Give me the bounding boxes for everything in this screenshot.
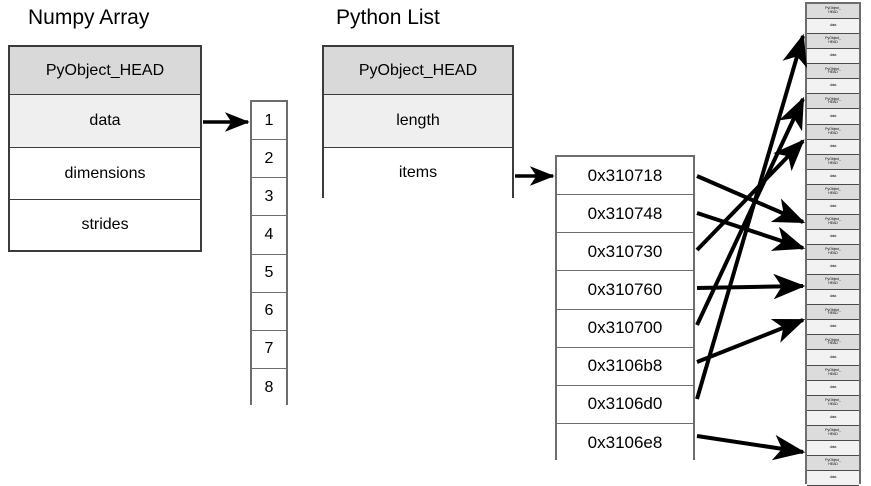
heap-object-data-cell: data [807, 440, 859, 456]
data-buffer-cell: 3 [252, 178, 286, 217]
heap-object-head-cell: PyObject_ HEAD [807, 395, 859, 411]
heap-object-head-cell: PyObject_ HEAD [807, 4, 859, 20]
numpy-array-title: Numpy Array [28, 6, 150, 29]
data-buffer-cell: 7 [252, 330, 286, 369]
arrow-pointer-5 [696, 318, 806, 364]
pointer-cell: 0x3106b8 [557, 347, 693, 386]
heap-object-data-cell: data [807, 290, 859, 306]
pointer-cell: 0x310760 [557, 271, 693, 310]
heap-object-data-cell: data [807, 260, 859, 276]
heap-object-head-cell: PyObject_ HEAD [807, 34, 859, 50]
pointer-cell: 0x3106e8 [557, 423, 693, 462]
heap-object-data-cell: data [807, 380, 859, 396]
heap-object-head-cell: PyObject_ HEAD [807, 64, 859, 80]
numpy-row-strides: strides [10, 200, 200, 250]
heap-object-data-cell: data [807, 79, 859, 95]
pointer-cell: 0x3106d0 [557, 385, 693, 424]
numpy-row-pyobject-head: PyObject_HEAD [10, 47, 200, 95]
heap-object-head-cell: PyObject_ HEAD [807, 335, 859, 351]
data-buffer-cell: 4 [252, 216, 286, 255]
arrow-pointer-0 [696, 174, 806, 224]
numpy-row-dimensions: dimensions [10, 148, 200, 200]
heap-object-head-cell: PyObject_ HEAD [807, 154, 859, 170]
data-buffer-cell: 8 [252, 368, 286, 407]
heap-object-data-cell: data [807, 139, 859, 155]
list-row-length: length [324, 95, 512, 148]
data-buffer-cell: 1 [252, 102, 286, 141]
heap-object-head-cell: PyObject_ HEAD [807, 184, 859, 200]
data-buffer-cell: 6 [252, 292, 286, 331]
pointer-cell: 0x310700 [557, 309, 693, 348]
arrow-pointer-2 [695, 139, 805, 252]
heap-object-data-cell: data [807, 109, 859, 125]
heap-object-head-cell: PyObject_ HEAD [807, 214, 859, 230]
heap-object-data-cell: data [807, 470, 859, 486]
arrow-pointer-7 [696, 434, 806, 461]
heap-object-data-cell: data [807, 19, 859, 35]
heap-object-head-cell: PyObject_ HEAD [807, 365, 859, 381]
heap-object-data-cell: data [807, 320, 859, 336]
heap-object-head-cell: PyObject_ HEAD [807, 245, 859, 261]
data-buffer-cell: 2 [252, 140, 286, 179]
heap-object-head-cell: PyObject_ HEAD [807, 305, 859, 321]
heap-object-head-cell: PyObject_ HEAD [807, 425, 859, 441]
data-buffer-cell: 5 [252, 254, 286, 293]
heap-object-data-cell: data [807, 229, 859, 245]
pointer-cell: 0x310730 [557, 233, 693, 272]
heap-object-head-cell: PyObject_ HEAD [807, 455, 859, 471]
arrow-pointer-1 [696, 211, 806, 251]
heap-object-data-cell: data [807, 199, 859, 215]
pointer-cell: 0x310748 [557, 195, 693, 234]
heap-object-data-cell: data [807, 169, 859, 185]
pointer-cell: 0x310718 [557, 157, 693, 196]
heap-object-data-cell: data [807, 350, 859, 366]
numpy-array-struct: PyObject_HEAD data dimensions strides [8, 45, 202, 252]
arrow-pointer-6 [695, 33, 807, 400]
heap-object-head-cell: PyObject_ HEAD [807, 275, 859, 291]
numpy-row-data: data [10, 95, 200, 148]
heap-object-data-cell: data [807, 410, 859, 426]
list-row-pyobject-head: PyObject_HEAD [324, 47, 512, 95]
list-row-items: items [324, 148, 512, 198]
heap-object-head-cell: PyObject_ HEAD [807, 124, 859, 140]
python-list-struct: PyObject_HEAD length items [322, 45, 514, 198]
python-list-title: Python List [336, 6, 440, 29]
heap-object-data-cell: data [807, 49, 859, 65]
heap-object-head-cell: PyObject_ HEAD [807, 94, 859, 110]
